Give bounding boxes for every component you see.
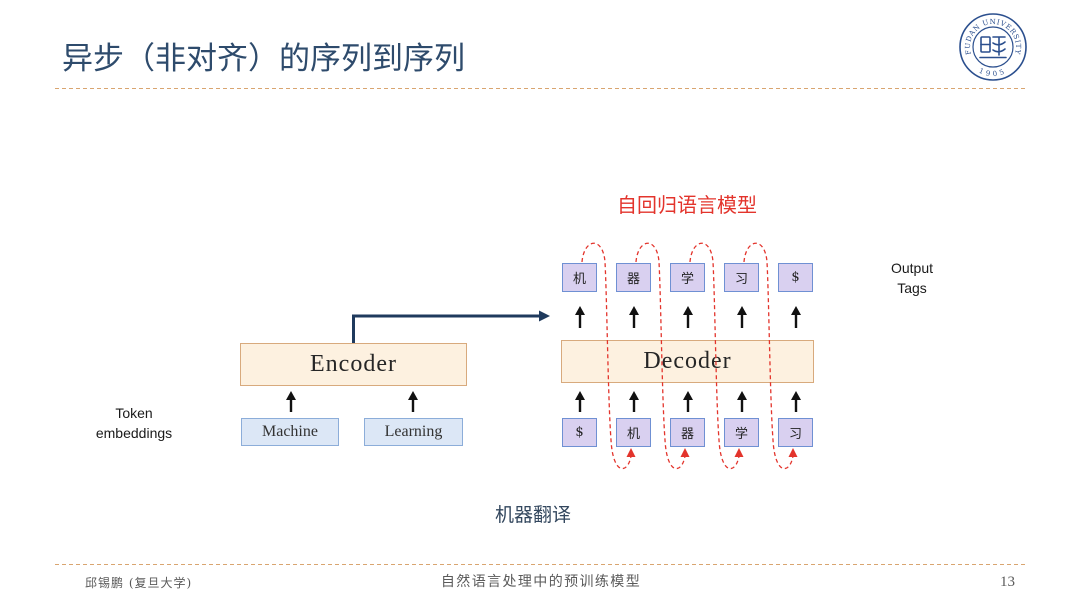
- token-embeddings-label-line: embeddings: [95, 425, 173, 441]
- encoder-to-decoder-arrow: [352, 310, 550, 343]
- diagram-caption: 机器翻译: [494, 504, 571, 526]
- decoder-label: Decoder: [643, 348, 732, 374]
- up-arrow: [575, 306, 585, 328]
- decoder-input-tag: 习: [778, 418, 813, 447]
- up-arrow: [683, 306, 693, 328]
- decoder-input-tag: 机: [616, 418, 651, 447]
- token-embeddings-label: Token embeddings: [89, 403, 179, 443]
- decoder-output-tag: 学: [670, 263, 705, 292]
- seal-outer-ring: [959, 13, 1027, 81]
- up-arrow: [737, 306, 747, 328]
- up-arrow: [629, 306, 639, 328]
- decoder-input-tag: $: [562, 418, 597, 447]
- decoder-input-tag: 学: [724, 418, 759, 447]
- decoder-output-tag: 机: [562, 263, 597, 292]
- output-tags-label-line: Output: [890, 260, 934, 276]
- encoder-label: Encoder: [310, 351, 397, 377]
- footer-course-title: 自然语言处理中的预训练模型: [440, 574, 642, 590]
- encoder-input-token: Learning: [364, 418, 463, 446]
- seal-year-text: 1905: [978, 67, 1008, 78]
- up-arrow: [791, 306, 801, 328]
- up-arrow: [683, 391, 693, 412]
- seal-emblem-glyph: [979, 36, 1007, 59]
- seal-inner-ring: [972, 26, 1014, 68]
- page-number: 13: [1000, 574, 1015, 590]
- autoregressive-annotation: 自回归语言模型: [617, 193, 757, 217]
- university-seal-logo: FUDAN UNIVERSITY 1905: [959, 13, 1027, 81]
- decoder-output-tag: 器: [616, 263, 651, 292]
- decoder-input-tag: 器: [670, 418, 705, 447]
- decoder-output-tag: 习: [724, 263, 759, 292]
- up-arrow: [629, 391, 639, 412]
- up-arrow: [575, 391, 585, 412]
- up-arrow: [408, 391, 418, 412]
- decoder-block: Decoder: [561, 340, 814, 383]
- token-embeddings-label-line: Token: [115, 405, 153, 421]
- output-tags-label-line: Tags: [897, 280, 927, 296]
- encoder-block: Encoder: [240, 343, 467, 386]
- footer-divider: [55, 564, 1025, 565]
- up-arrow: [737, 391, 747, 412]
- encoder-input-token: Machine: [241, 418, 339, 446]
- decoder-output-tag: $: [778, 263, 813, 292]
- output-tags-label: Output Tags: [882, 258, 942, 298]
- header-divider: [55, 88, 1025, 89]
- up-arrow: [286, 391, 296, 412]
- footer-author: 邱锡鹏 (复旦大学): [85, 576, 193, 590]
- up-arrow: [791, 391, 801, 412]
- slide-title: 异步（非对齐）的序列到序列: [62, 41, 465, 77]
